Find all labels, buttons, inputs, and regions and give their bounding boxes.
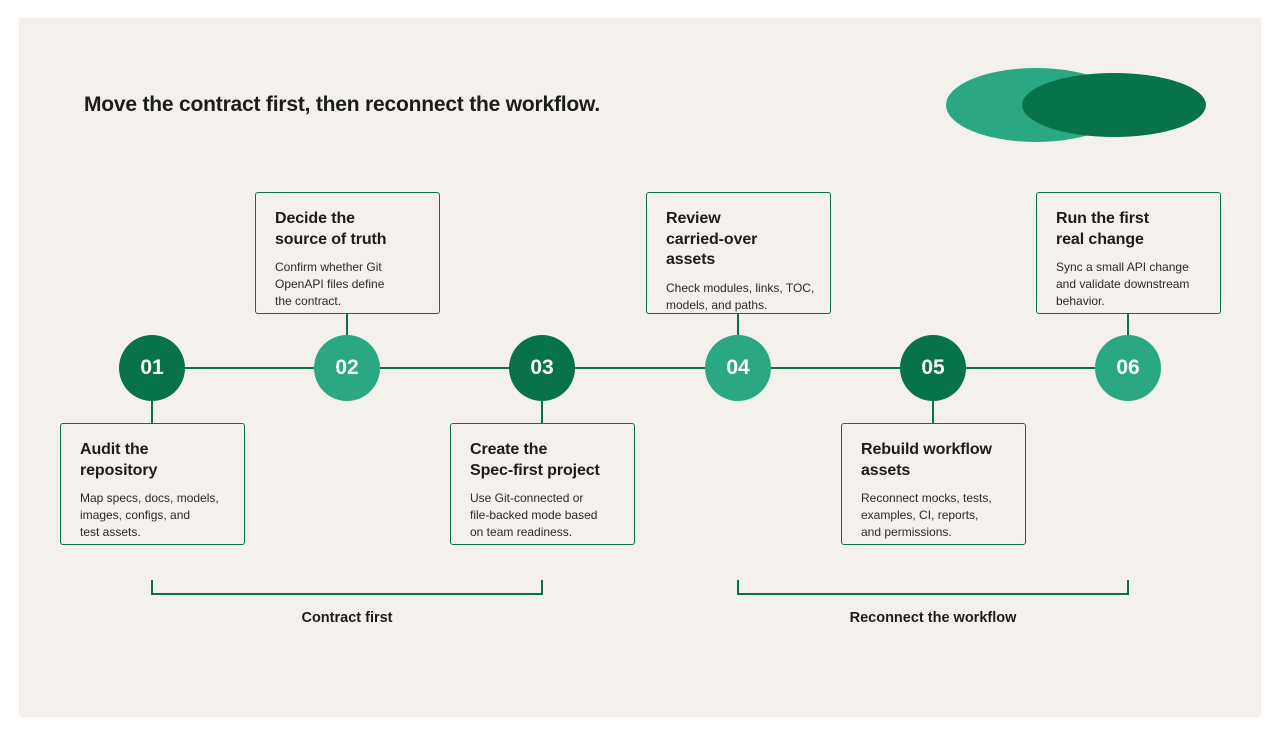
step-node-06: 06 bbox=[1095, 335, 1161, 401]
step-description: Map specs, docs, models, images, configs… bbox=[80, 491, 219, 539]
step-title: Run the first real change bbox=[1056, 210, 1149, 248]
step-description: Reconnect mocks, tests, examples, CI, re… bbox=[861, 491, 992, 539]
step-node-03: 03 bbox=[509, 335, 575, 401]
step-node-04: 04 bbox=[705, 335, 771, 401]
step-description: Confirm whether Git OpenAPI files define… bbox=[275, 260, 385, 308]
step-card-05: Rebuild workflow assets Reconnect mocks,… bbox=[841, 423, 1026, 545]
step-title: Decide the source of truth bbox=[275, 210, 387, 248]
bracket-reconnect-workflow bbox=[737, 580, 1129, 595]
step-title: Audit the repository bbox=[80, 441, 158, 479]
step-node-05: 05 bbox=[900, 335, 966, 401]
step-title: Create the Spec-first project bbox=[470, 441, 600, 479]
step-card-06: Run the first real change Sync a small A… bbox=[1036, 192, 1221, 314]
step-description: Check modules, links, TOC, models, and p… bbox=[666, 280, 815, 312]
step-description: Use Git-connected or file-backed mode ba… bbox=[470, 491, 598, 539]
step-node-02: 02 bbox=[314, 335, 380, 401]
step-card-01: Audit the repository Map specs, docs, mo… bbox=[60, 423, 245, 545]
step-title: Rebuild workflow assets bbox=[861, 441, 992, 479]
page-title: Move the contract first, then reconnect … bbox=[84, 93, 601, 116]
step-node-01: 01 bbox=[119, 335, 185, 401]
brand-logo bbox=[946, 68, 1206, 142]
phase-label-reconnect-workflow: Reconnect the workflow bbox=[849, 610, 1017, 626]
bracket-contract-first bbox=[151, 580, 543, 595]
step-card-02: Decide the source of truth Confirm wheth… bbox=[255, 192, 440, 314]
step-card-04: Review carried-over assets Check modules… bbox=[646, 192, 831, 314]
phase-label-contract-first: Contract first bbox=[301, 610, 393, 626]
step-description: Sync a small API change and validate dow… bbox=[1056, 260, 1190, 308]
step-card-03: Create the Spec-first project Use Git-co… bbox=[450, 423, 635, 545]
step-title: Review carried-over assets bbox=[666, 210, 758, 268]
